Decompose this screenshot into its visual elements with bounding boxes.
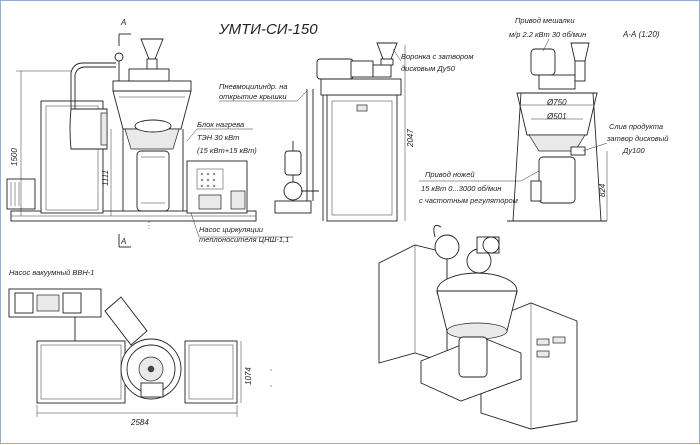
top-left-cabinet (36, 340, 126, 404)
section-marker-top: А (120, 18, 126, 27)
front-knife-motor (136, 150, 170, 212)
section-vessel (516, 92, 598, 136)
side-cabinet (326, 94, 398, 222)
dim-1500: 1500 (10, 148, 19, 166)
front-view: А А (6, 18, 293, 248)
dim-d750: Ø750 (546, 98, 567, 107)
front-vessel (112, 90, 192, 130)
section-marker-bottom: А (120, 237, 126, 246)
label-vacuum-pump: Насос вакуумный ВВН-1 (9, 268, 94, 277)
label-mixer-drive: Привод мешалки м/р 2.2 кВт 30 об/мин (509, 16, 586, 39)
section-knife-motor (538, 156, 576, 204)
label-funnel: Воронка с затвором дисковым Ду50 (401, 52, 476, 73)
front-lid (112, 80, 192, 92)
top-right-cabinet (184, 340, 238, 404)
drawing-title: УМТИ-СИ-150 (218, 21, 318, 38)
dim-824: 824 (598, 183, 607, 197)
section-view: А-А (1:20) Ø750 Ø501 824 (507, 30, 660, 222)
dim-2047: 2047 (406, 129, 415, 148)
dim-1074: 1074 (244, 367, 253, 385)
dim-d501: Ø501 (546, 112, 567, 121)
section-view-label: А-А (1:20) (622, 30, 660, 39)
side-view: 2047 (274, 42, 415, 222)
top-view: 1074 2584 (8, 288, 253, 427)
front-funnel (140, 38, 164, 60)
label-heating: Блок нагрева ТЭН 30 кВт (15 кВт+15 кВт) (197, 120, 257, 155)
dim-2584: 2584 (130, 418, 149, 427)
label-pneumocylinder: Пневмоцилиндр. на открытие крышки (219, 82, 290, 101)
isometric-view (378, 224, 578, 430)
dim-1111: 1111 (101, 170, 110, 186)
label-drain: Слив продукта затвор дисковый Ду100 (606, 122, 670, 155)
label-knife-drive: Привод ножей 15 кВт 0...3000 об/мин с ча… (419, 170, 518, 205)
label-pump-circulation: Насос циркуляции теплоносителя ЦНШ-1,1 (199, 225, 289, 244)
